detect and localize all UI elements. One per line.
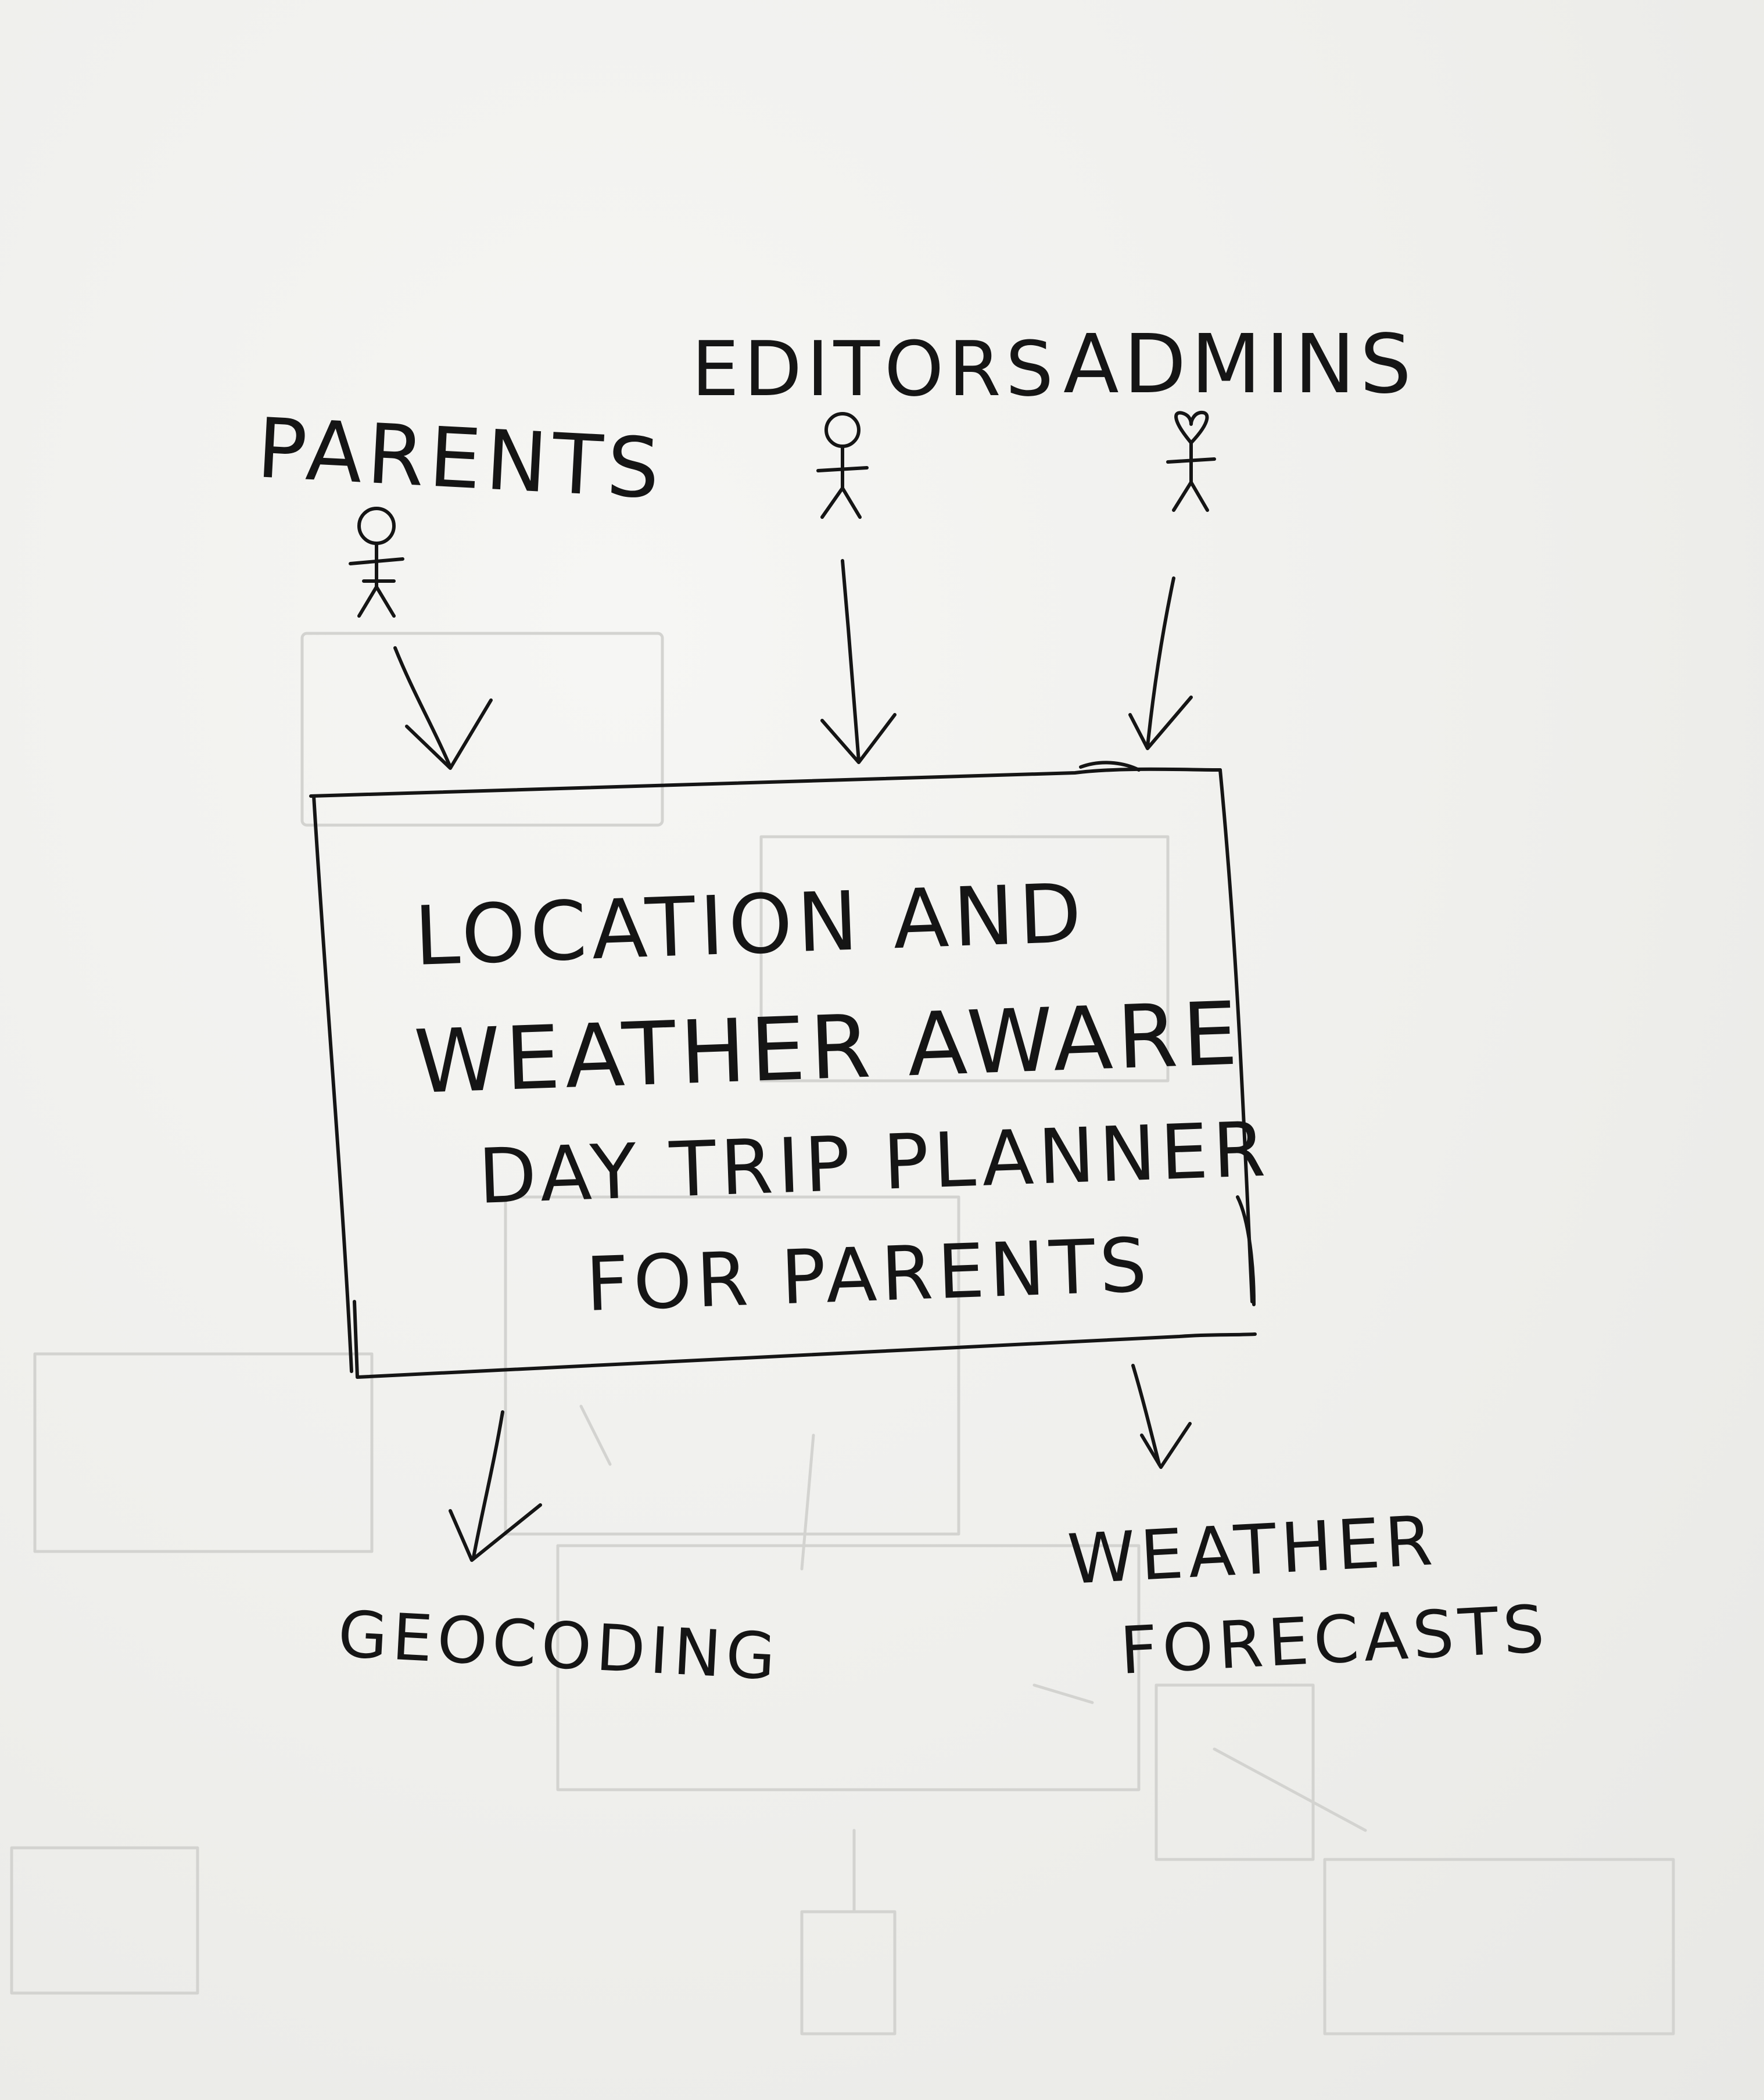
actor-parents: PARENTS: [254, 400, 666, 618]
system-label: LOCATION AND WEATHER AWARE DAY TRIP PLAN…: [413, 866, 1271, 1328]
actor-admins-label: ADMINS: [1063, 317, 1416, 412]
system-label-line-4: FOR PARENTS: [585, 1222, 1153, 1328]
actor-editors: EDITORS: [691, 325, 1058, 519]
arrow-system-to-geocoding: [449, 1410, 542, 1562]
stick-figure-icon: [349, 507, 404, 618]
system-box: [309, 761, 1257, 1379]
system-label-line-3: DAY TRIP PLANNER: [477, 1105, 1271, 1221]
actor-admins: ADMINS: [1063, 317, 1416, 512]
arrow-system-to-weather-forecasts: [1131, 1364, 1192, 1469]
arrow-admins-to-system: [1128, 576, 1193, 750]
arrow-parents-to-system: [393, 646, 493, 770]
system-label-line-2: WEATHER AWARE: [413, 983, 1244, 1113]
arrow-editors-to-system: [820, 559, 897, 764]
actor-editors-label: EDITORS: [691, 325, 1058, 413]
dependency-geocoding-label: GEOCODING: [336, 1597, 782, 1694]
actor-parents-label: PARENTS: [254, 400, 666, 517]
stick-figure-icon: [1166, 410, 1216, 512]
dependency-geocoding: GEOCODING: [336, 1597, 782, 1694]
show-through-sketch: [10, 632, 1675, 2036]
dependency-weather-forecasts-line-1: WEATHER: [1066, 1500, 1439, 1600]
dependency-weather-forecasts-line-2: FORECASTS: [1118, 1591, 1551, 1689]
dependency-weather-forecasts: WEATHER FORECASTS: [1066, 1500, 1551, 1689]
stick-figure-icon: [816, 412, 869, 519]
system-label-line-1: LOCATION AND: [413, 866, 1087, 984]
